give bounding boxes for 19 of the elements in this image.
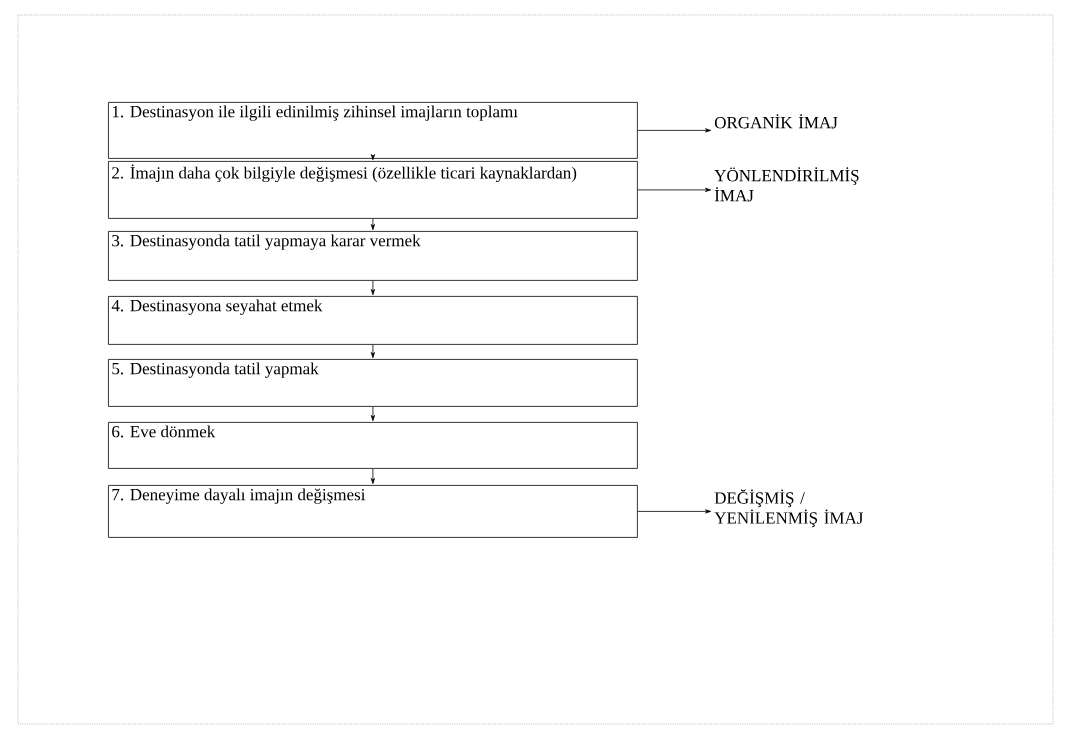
arrow [637,509,712,514]
image-label: YÖNLENDİRİLMİŞ İMAJ [714,167,859,202]
arrow [370,218,375,231]
step-box: 5. Destinasyonda tatil yapmak [108,359,638,407]
arrow [370,280,375,296]
image-label: ORGANİK İMAJ [714,114,838,129]
image-label: DEĞİŞMİŞ / YENİLENMİŞ İMAJ [714,489,864,528]
arrow [370,468,375,485]
arrow [637,128,712,133]
arrow [370,406,375,422]
step-box: 7. Deneyime dayalı imajın değişmesi [108,485,638,538]
step-box: 1. Destinasyon ile ilgili edinilmiş zihinsel imajların toplamı [108,102,638,159]
arrow [637,187,712,192]
step-box: 2. İmajın daha çok bilgiyle değişmesi (özellikle ticari kaynaklardan) [108,161,638,219]
step-box: 4. Destinasyona seyahat etmek [108,296,638,345]
step-box: 6. Eve dönmek [108,422,638,469]
step-box: 3. Destinasyonda tatil yapmaya karar vermek [108,231,638,281]
arrow [370,344,375,359]
arrow [370,154,375,161]
